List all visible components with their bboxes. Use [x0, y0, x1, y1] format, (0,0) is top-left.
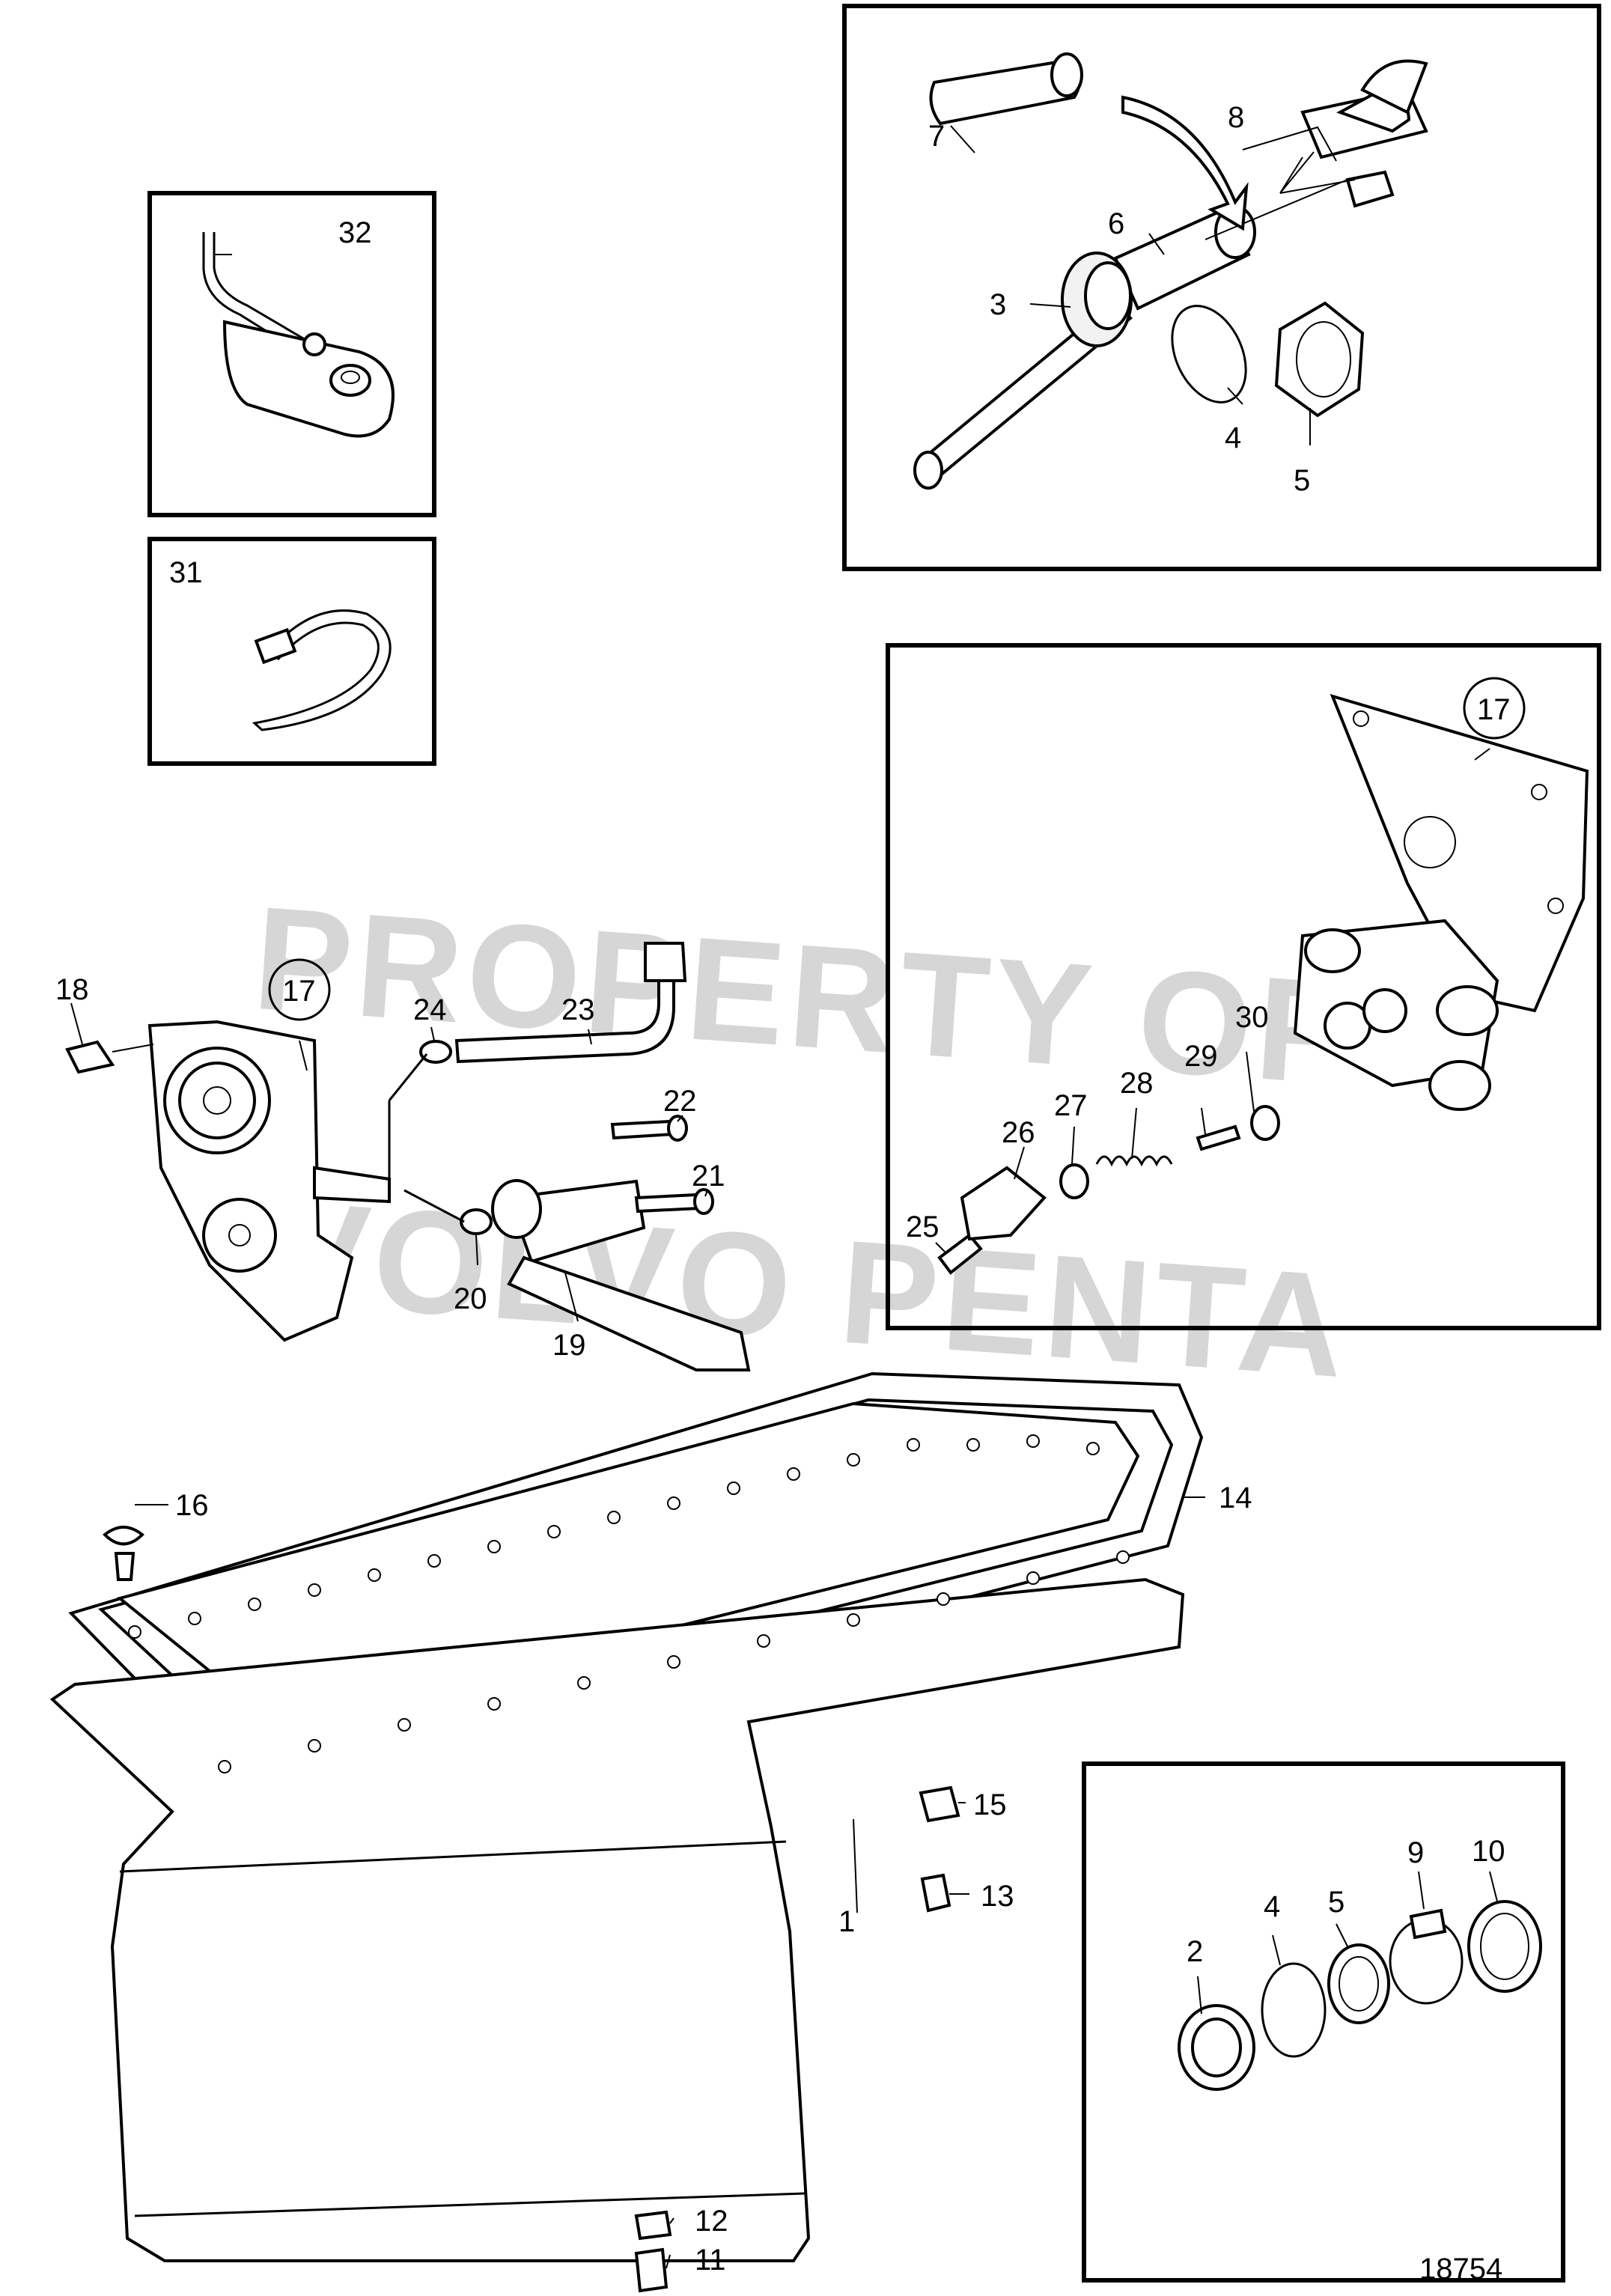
- callout-2: 2: [1187, 1935, 1203, 1968]
- callout-19: 19: [552, 1329, 586, 1362]
- callout-6: 6: [1108, 207, 1124, 240]
- dipstick-assembly: [913, 52, 1428, 490]
- callout-25: 25: [906, 1211, 940, 1243]
- inset-frame-connector: [1082, 1761, 1565, 2283]
- callout-29: 29: [1184, 1040, 1218, 1073]
- callout-labels: 1 2 3 4 4 5 5 6 7 8 9 10 11 12 13 14 15 …: [55, 101, 1511, 2286]
- callout-12: 12: [695, 2205, 728, 2238]
- callout-circle-17-pump: [268, 958, 331, 1021]
- callout-13: 13: [981, 1880, 1014, 1913]
- callout-circle-17-inset: [1463, 677, 1526, 740]
- callout-16: 16: [175, 1489, 209, 1522]
- callout-21: 21: [692, 1160, 725, 1193]
- callout-18: 18: [55, 973, 89, 1006]
- callout-27: 27: [1054, 1089, 1088, 1122]
- drawing-number: 18754: [1419, 2253, 1502, 2286]
- callout-22: 22: [663, 1085, 697, 1118]
- watermark-line-2: VOLVO PENTA: [266, 1169, 1353, 1408]
- callout-15: 15: [973, 1788, 1007, 1821]
- callout-23: 23: [561, 993, 595, 1026]
- pipe-bracket-part: [202, 232, 395, 438]
- inset-frame-32: [147, 191, 436, 517]
- callout-11: 11: [695, 2244, 726, 2277]
- callout-26: 26: [1002, 1116, 1035, 1149]
- callout-9: 9: [1407, 1836, 1424, 1869]
- callout-32: 32: [338, 216, 372, 249]
- connector-assembly: [1178, 1900, 1542, 2091]
- callout-5-connector: 5: [1328, 1886, 1344, 1919]
- inset-frame-valve: [886, 643, 1601, 1330]
- callout-3: 3: [990, 288, 1006, 321]
- valve-housing-assembly: [937, 693, 1589, 1275]
- callout-14: 14: [1219, 1482, 1252, 1514]
- leader-lines: [70, 125, 1498, 2269]
- callout-1: 1: [838, 1905, 855, 1938]
- oil-sump-assembly: [49, 1371, 1204, 2293]
- inset-frame-31: [147, 537, 436, 766]
- callout-5-dipstick: 5: [1294, 464, 1310, 497]
- callout-10: 10: [1472, 1835, 1505, 1868]
- callout-30: 30: [1235, 1001, 1269, 1034]
- callout-17-inset: 17: [1477, 693, 1511, 726]
- callout-20: 20: [454, 1282, 487, 1315]
- callout-4-dipstick: 4: [1225, 421, 1241, 454]
- inset-frame-dipstick: [842, 4, 1601, 571]
- callout-17-pump: 17: [282, 975, 316, 1008]
- callout-7: 7: [928, 120, 945, 153]
- callout-4-connector: 4: [1264, 1890, 1280, 1923]
- callout-24: 24: [413, 993, 447, 1026]
- cable-tie-part: [252, 609, 392, 731]
- callout-8: 8: [1228, 101, 1244, 134]
- callout-31: 31: [169, 556, 203, 589]
- callout-28: 28: [1120, 1067, 1154, 1100]
